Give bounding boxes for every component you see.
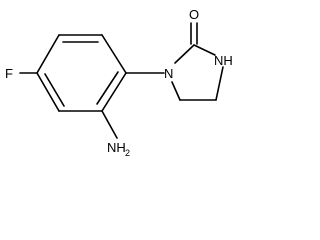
bond-c3-c4 xyxy=(36,34,60,74)
bond-c4-c5 xyxy=(36,72,60,112)
bond-c6-c1-double xyxy=(96,71,119,105)
bond-c6-amino xyxy=(101,110,118,139)
amino-group-label: NH xyxy=(107,140,126,155)
carbonyl-oxygen-label: O xyxy=(189,7,199,22)
imidazolidinone-ring xyxy=(171,22,224,101)
bond-n3-c4 xyxy=(215,66,224,101)
bond-c1-c2 xyxy=(101,34,127,74)
molecule-structure: F O NH N NH 2 xyxy=(5,7,233,158)
fluorine-label: F xyxy=(5,66,13,81)
bond-c4-c5-double xyxy=(44,73,65,107)
amino-subscript-label: 2 xyxy=(125,148,130,158)
bond-n1-carbonyl-carbon xyxy=(174,44,195,64)
bond-c6-c1 xyxy=(101,72,127,112)
bond-carbonyl-carbon-n3 xyxy=(193,44,216,56)
ring-nitrogen-label: N xyxy=(164,66,173,81)
substituent-bonds xyxy=(19,72,165,139)
atom-labels: F O NH N NH 2 xyxy=(5,7,233,158)
bond-c5-n1 xyxy=(171,81,181,101)
benzene-ring xyxy=(36,34,127,112)
ring-nitrogen-nh-label: NH xyxy=(214,53,233,68)
